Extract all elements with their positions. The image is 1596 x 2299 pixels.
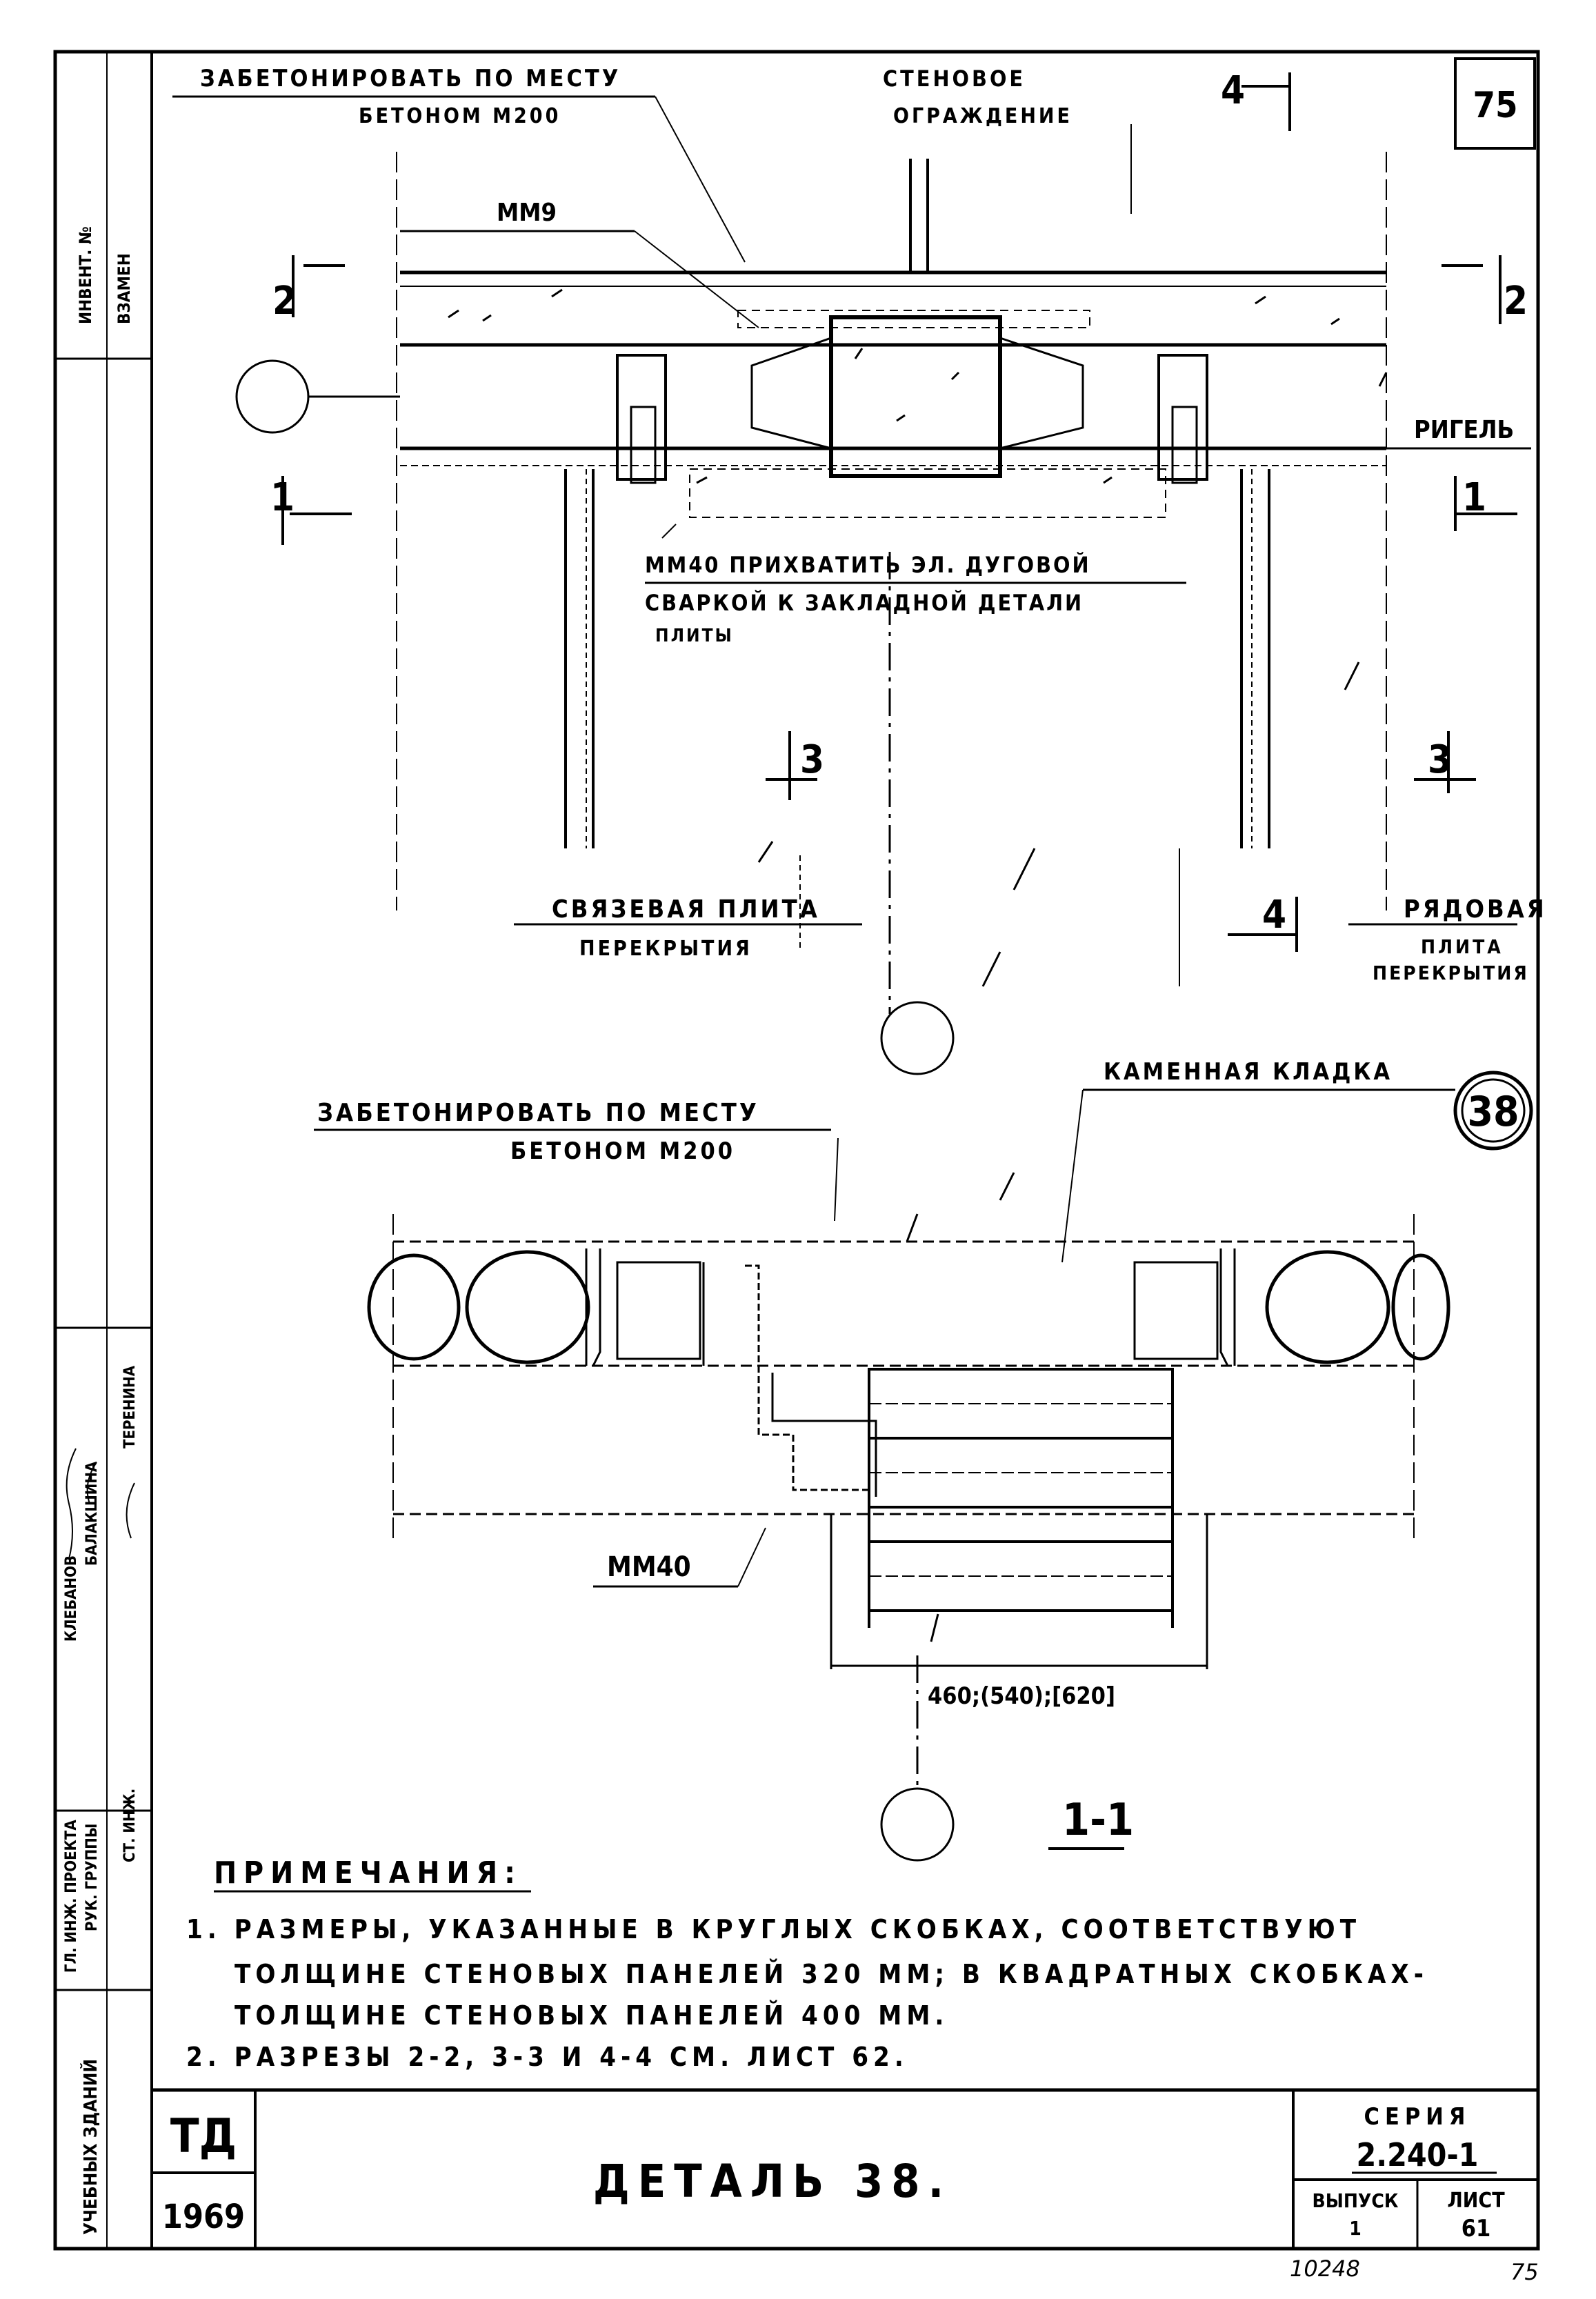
label-tie-slab-2: ПЕРЕКРЫТИЯ bbox=[579, 937, 752, 961]
side-role-head: РУК. ГРУППЫ bbox=[83, 1824, 101, 1931]
series-value: 2.240-1 bbox=[1357, 2136, 1479, 2173]
note-line-3: ТОЛЩИНЕ СТЕНОВЫХ ПАНЕЛЕЙ 400 ММ. bbox=[235, 2000, 948, 2031]
callout-weld-line1: ММ40 ПРИХВАТИТЬ ЭЛ. ДУГОВОЙ bbox=[645, 552, 1091, 578]
mark-4-bottom: 4 bbox=[1262, 893, 1286, 937]
mark-3-left: 3 bbox=[800, 737, 824, 782]
lower-callouts: ЗАБЕТОНИРОВАТЬ ПО МЕСТУ БЕТОНОМ М200 ММ4… bbox=[314, 1099, 1134, 1850]
masonry-callout: КАМЕННАЯ КЛАДКА 38 bbox=[1061, 1058, 1533, 1263]
notes-title: ПРИМЕЧАНИЯ: bbox=[214, 1855, 522, 1891]
label-row-slab-2: ПЛИТА bbox=[1421, 935, 1504, 958]
mark-3-right: 3 bbox=[1428, 737, 1452, 782]
mark-1-right: 1 bbox=[1462, 475, 1486, 520]
lower-section bbox=[367, 1137, 1450, 1862]
issue-label: ВЫПУСК bbox=[1313, 2189, 1399, 2212]
callout-wall-line2: ОГРАЖДЕНИЕ bbox=[893, 104, 1073, 128]
side-org: УЧЕБНЫХ ЗДАНИЙ bbox=[79, 2059, 101, 2235]
callout-weld-line3: ПЛИТЫ bbox=[655, 626, 734, 646]
label-tie-slab-1: СВЯЗЕВАЯ ПЛИТА bbox=[552, 895, 820, 924]
callout-wall-line1: СТЕНОВОЕ bbox=[883, 66, 1026, 92]
sheet-number: 75 bbox=[1473, 85, 1517, 126]
section-title: 1-1 bbox=[1062, 1795, 1134, 1846]
note-line-1: 1. РАЗМЕРЫ, УКАЗАННЫЕ В КРУГЛЫХ СКОБКАХ,… bbox=[186, 1914, 1361, 1944]
callout-concrete-line2: БЕТОНОМ М200 bbox=[359, 104, 561, 128]
label-row-slab-1: РЯДОВАЯ bbox=[1404, 895, 1547, 924]
side-names-kleb: КЛЕБАНОВ bbox=[63, 1555, 80, 1642]
series-label: СЕРИЯ bbox=[1364, 2103, 1471, 2131]
side-signatures bbox=[66, 1448, 135, 1560]
page-number: 75 bbox=[1510, 2259, 1539, 2285]
side-role-senior: СТ. ИНЖ. bbox=[121, 1789, 139, 1862]
title-year: 1969 bbox=[162, 2198, 245, 2236]
label-mm9: ММ9 bbox=[497, 199, 557, 227]
inventory-number: 10248 bbox=[1290, 2256, 1360, 2282]
label-masonry: КАМЕННАЯ КЛАДКА bbox=[1104, 1058, 1393, 1086]
note-line-2: ТОЛЩИНЕ СТЕНОВЫХ ПАНЕЛЕЙ 320 ММ; В КВАДР… bbox=[235, 1959, 1428, 1989]
title-block: ТД 1969 ДЕТАЛЬ 38. СЕРИЯ 2.240-1 ВЫПУСК … bbox=[152, 2088, 1539, 2285]
label-mm40: ММ40 bbox=[607, 1551, 691, 1583]
callout-bottom-line1: ЗАБЕТОНИРОВАТЬ ПО МЕСТУ bbox=[317, 1099, 759, 1127]
label-row-slab-3: ПЕРЕКРЫТИЯ bbox=[1373, 962, 1529, 984]
section-mark-labels: 2 2 1 1 3 3 4 4 bbox=[270, 68, 1528, 937]
callout-bottom-line2: БЕТОНОМ М200 bbox=[510, 1137, 735, 1165]
dimension-text: 460;(540);[620] bbox=[928, 1682, 1115, 1710]
callout-weld-line2: СВАРКОЙ К ЗАКЛАДНОЙ ДЕТАЛИ bbox=[645, 590, 1084, 616]
side-role-chief: ГЛ. ИНЖ. ПРОЕКТА bbox=[63, 1820, 80, 1973]
label-rigel: РИГЕЛЬ bbox=[1414, 416, 1514, 444]
mark-1-left: 1 bbox=[270, 475, 295, 520]
title-code: ТД bbox=[170, 2109, 237, 2164]
issue-value: 1 bbox=[1349, 2217, 1361, 2240]
upper-callouts: ЗАБЕТОНИРОВАТЬ ПО МЕСТУ БЕТОНОМ М200 СТЕ… bbox=[172, 65, 1547, 984]
sheet-frame bbox=[53, 50, 1540, 2251]
mark-2-right: 2 bbox=[1504, 279, 1528, 324]
sheet-value: 61 bbox=[1462, 2215, 1491, 2242]
side-names-ter: ТЕРЕНИНА bbox=[121, 1365, 139, 1449]
note-line-4: 2. РАЗРЕЗЫ 2-2, 3-3 И 4-4 СМ. ЛИСТ 62. bbox=[186, 2042, 908, 2072]
detail-circle-number: 38 bbox=[1467, 1088, 1519, 1136]
sheet-label: ЛИСТ bbox=[1447, 2189, 1505, 2213]
mark-4-top: 4 bbox=[1221, 68, 1245, 113]
mark-2-left: 2 bbox=[272, 279, 297, 324]
callout-concrete-line1: ЗАБЕТОНИРОВАТЬ ПО МЕСТУ bbox=[200, 65, 621, 92]
side-inventory-label: ИНВЕНТ. № bbox=[76, 226, 95, 324]
notes-block: ПРИМЕЧАНИЯ: 1. РАЗМЕРЫ, УКАЗАННЫЕ В КРУГ… bbox=[186, 1855, 1428, 2072]
section-marks-upper bbox=[281, 72, 1517, 952]
side-names-bal: БАЛАКШИНА bbox=[83, 1461, 101, 1566]
concrete-hatch bbox=[448, 288, 1388, 1642]
side-strip: ИНВЕНТ. № ВЗАМЕН КЛЕБАНОВ БАЛАКШИНА ТЕРЕ… bbox=[63, 226, 139, 2235]
sheet-number-box: 75 bbox=[1454, 57, 1536, 150]
side-replace-label: ВЗАМЕН bbox=[114, 253, 134, 324]
upper-plan bbox=[235, 152, 1387, 1075]
title-main: ДЕТАЛЬ 38. bbox=[593, 2155, 952, 2208]
